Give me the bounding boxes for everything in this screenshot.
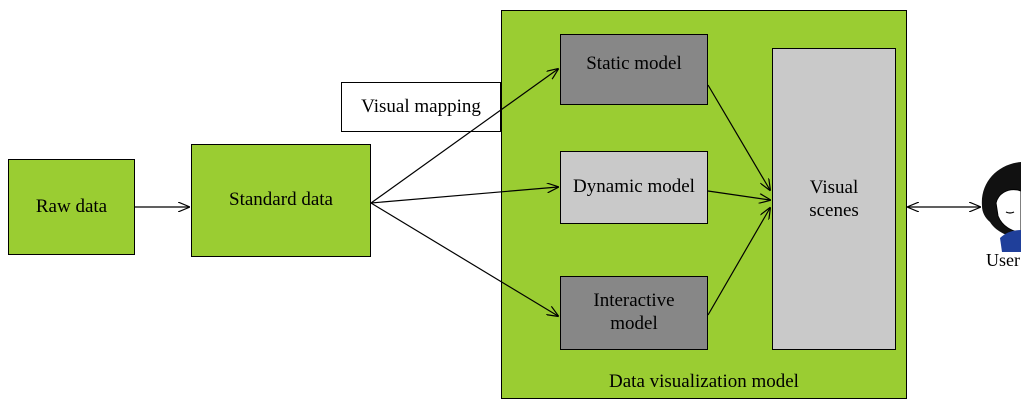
data-visualization-model-label: Data visualization model (609, 371, 799, 392)
arrow-standard-to-dynamic (370, 187, 558, 204)
arrow-static-to-scenes (707, 84, 770, 190)
user-label: User (986, 250, 1020, 270)
interactive-model-box: Interactive model (560, 276, 708, 350)
arrow-interactive-to-scenes (707, 208, 770, 316)
interactive-model-line2: model (610, 313, 658, 334)
standard-data-box: Standard data (191, 144, 371, 257)
arrow-standard-to-static (370, 69, 558, 204)
interactive-model-line1: Interactive (593, 290, 675, 312)
visual-scenes-line1: Visual (809, 177, 859, 198)
visual-scenes-box: Visual scenes (772, 48, 896, 350)
user-icon (981, 162, 1021, 252)
static-model-box: Static model (560, 34, 708, 105)
dynamic-model-box: Dynamic model (560, 151, 708, 224)
visual-mapping-label: Visual mapping (341, 82, 501, 132)
arrow-standard-to-interactive (370, 202, 558, 316)
arrow-dynamic-to-scenes (707, 190, 770, 200)
visual-scenes-line2: scenes (809, 199, 859, 221)
raw-data-box: Raw data (8, 159, 135, 255)
